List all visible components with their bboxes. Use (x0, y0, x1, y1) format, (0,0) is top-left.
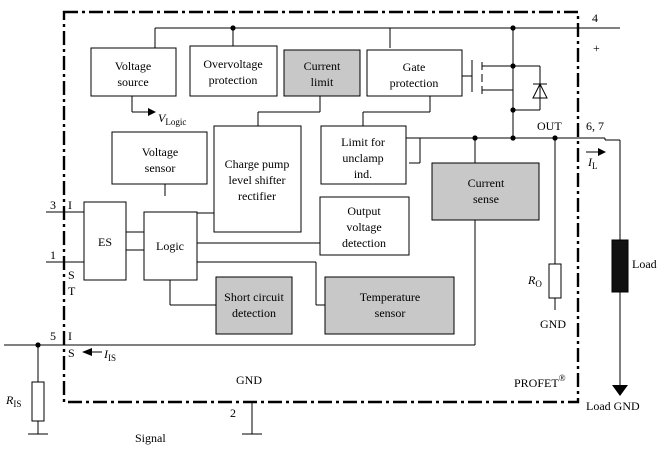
pin-1-t-label: T (68, 284, 76, 298)
output-voltage-line1: Output (347, 204, 381, 218)
ro-label: RO (527, 273, 542, 289)
voltage-sensor-line2: sensor (145, 161, 176, 175)
ris-label: RIS (5, 393, 21, 409)
logic-block: Logic (143, 211, 198, 281)
pin-6-7-label: 6, 7 (586, 119, 604, 133)
pin-3-i-label: I (68, 198, 72, 212)
voltage-sensor-line1: Voltage (142, 145, 178, 159)
voltage-source-line1: Voltage (115, 59, 151, 73)
iis-label: IIS (103, 347, 116, 363)
voltage-source-line2: source (117, 75, 148, 89)
pin-3-label: 3 (50, 198, 56, 212)
pin-5-s-label: S (68, 346, 75, 360)
wiring (4, 27, 628, 435)
ro-resistor (548, 263, 562, 299)
junction-dots (35, 25, 558, 348)
chip-boundary (62, 10, 580, 404)
current-sense-line2: sense (473, 192, 499, 206)
limit-unclamp-line2: unclamp (342, 151, 383, 165)
short-circuit-line2: detection (232, 306, 276, 320)
profet-label: PROFET® (514, 373, 566, 390)
es-label: ES (98, 235, 112, 249)
temperature-line1: Temperature (360, 290, 420, 304)
gate-protection-line1: Gate (403, 60, 426, 74)
temperature-line2: sensor (375, 306, 406, 320)
vlogic-label: VLogic (158, 111, 186, 127)
load-label: Load (632, 257, 657, 271)
current-sense-line1: Current (468, 176, 505, 190)
gate-protection-line2: protection (390, 76, 439, 90)
pin-5-i-label: I (68, 329, 72, 343)
short-circuit-line1: Short circuit (224, 290, 284, 304)
current-limit-line2: limit (311, 75, 334, 89)
out-label: OUT (537, 119, 562, 133)
current-limit-block: Current limit (283, 49, 361, 97)
current-sense-block: Current sense (431, 162, 540, 221)
output-voltage-detection-block: Output voltage detection (319, 196, 410, 256)
charge-pump-line3: rectifier (238, 189, 276, 203)
pin-4-label: 4 (592, 11, 598, 25)
es-block: ES (83, 201, 127, 281)
logic-label: Logic (156, 239, 184, 253)
output-voltage-line3: detection (342, 236, 386, 250)
signal-label: Signal (135, 431, 166, 445)
voltage-sensor-block: Voltage sensor (111, 131, 208, 185)
il-label: IL (587, 155, 598, 171)
plus-label: + (593, 41, 600, 55)
charge-pump-block: Charge pump level shifter rectifier (213, 125, 302, 233)
pin-2-label: 2 (230, 406, 236, 420)
overvoltage-line2: protection (209, 73, 258, 87)
limit-unclamp-line3: ind. (354, 167, 372, 181)
limit-unclamp-line1: Limit for (341, 135, 385, 149)
overvoltage-line1: Overvoltage (203, 57, 262, 71)
current-limit-line1: Current (304, 59, 341, 73)
gate-protection-block: Gate protection (366, 49, 463, 97)
load-resistor (611, 239, 629, 293)
pin-1-s-label: S (68, 268, 75, 282)
voltage-source-block: Voltage source (90, 47, 177, 97)
pin-5-label: 5 (50, 329, 56, 343)
overvoltage-protection-block: Overvoltage protection (189, 45, 278, 97)
ris-resistor (31, 381, 45, 422)
load-gnd-label: Load GND (586, 399, 640, 413)
charge-pump-line1: Charge pump (225, 157, 290, 171)
limit-unclamp-block: Limit for unclamp ind. (320, 125, 407, 185)
short-circuit-detection-block: Short circuit detection (215, 276, 293, 335)
gnd-bottom-label: GND (236, 373, 262, 387)
gnd-inner-label: GND (540, 317, 566, 331)
pin-1-label: 1 (50, 248, 56, 262)
output-voltage-line2: voltage (346, 220, 381, 234)
charge-pump-line2: level shifter (229, 173, 286, 187)
temperature-sensor-block: Temperature sensor (324, 276, 455, 335)
